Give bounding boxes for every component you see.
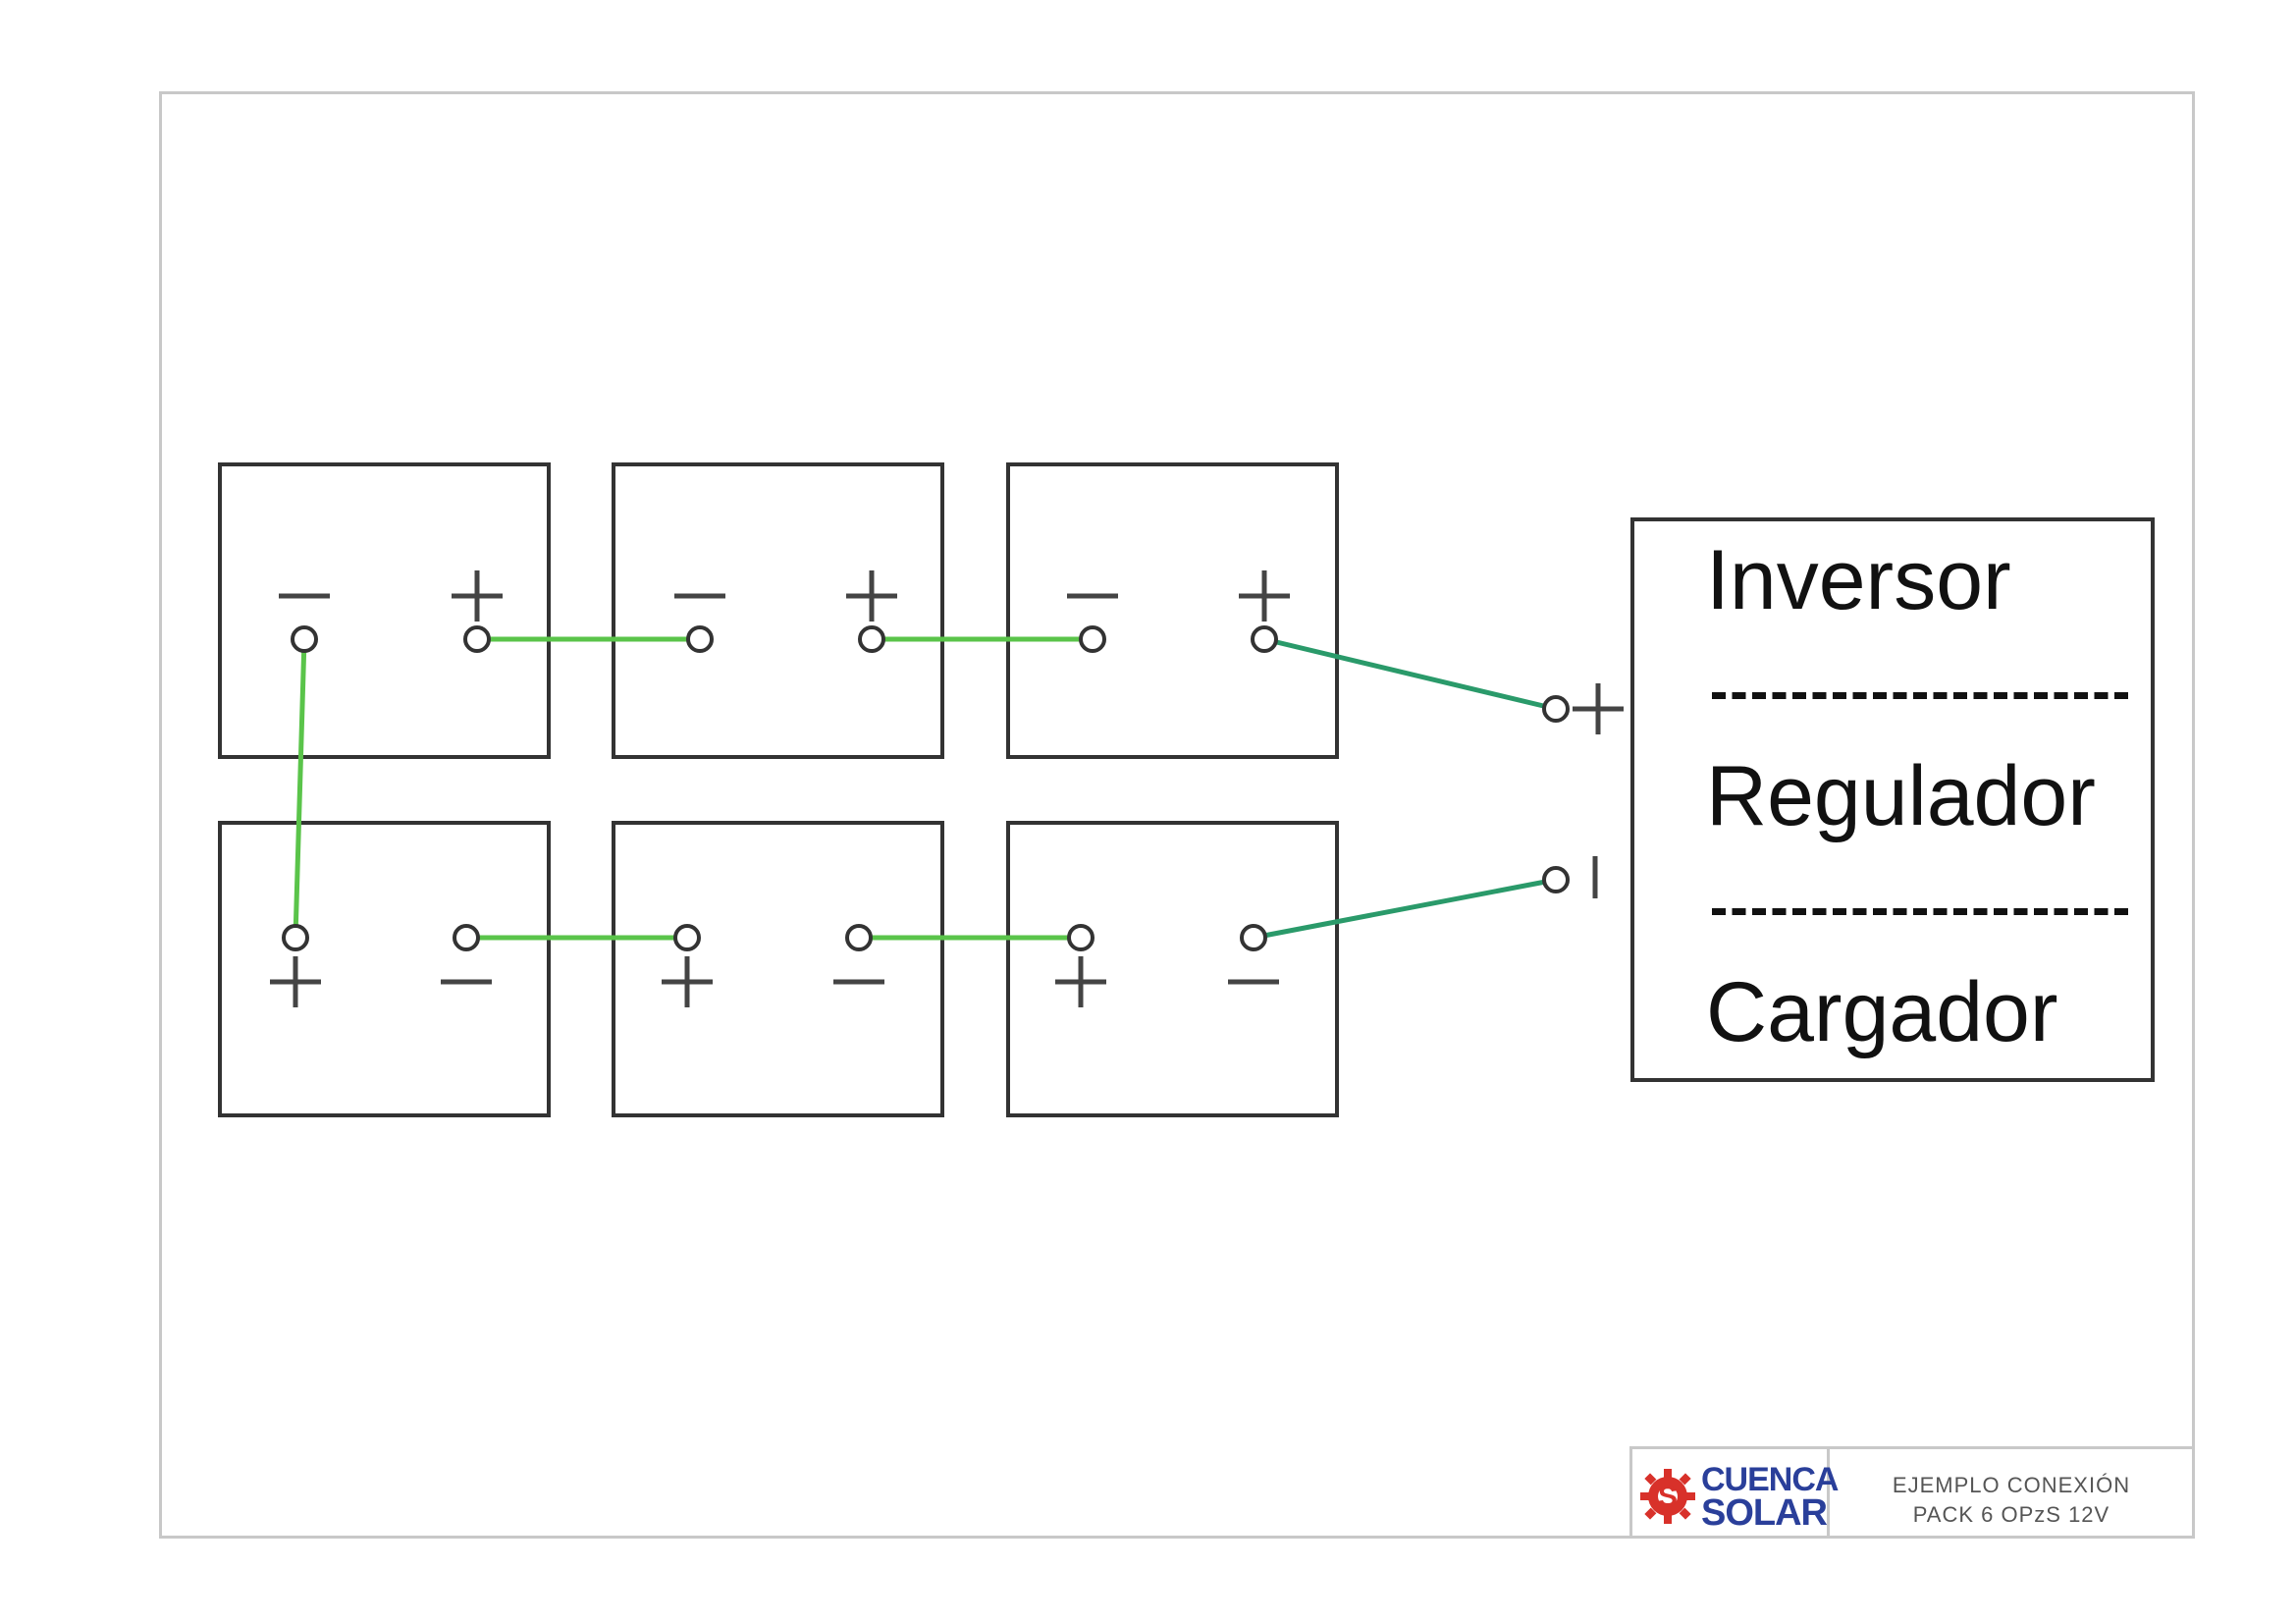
terminal-14 [1542,866,1570,893]
terminal-2 [463,625,491,653]
device-label-regulador: Regulador [1706,749,2096,843]
title-block-caption-line1: EJEMPLO CONEXIÓN [1892,1473,2131,1497]
battery-4 [218,821,551,1117]
battery-3 [1006,462,1339,759]
terminal-1 [291,625,318,653]
terminal-13 [1542,695,1570,723]
logo-text-line2: SOLAR [1701,1492,1828,1534]
series-link-3 [293,636,307,941]
battery-1 [218,462,551,759]
device-label-inversor: Inversor [1706,533,2011,627]
terminal-11 [1067,924,1095,951]
terminal-3 [686,625,714,653]
terminal-7 [282,924,309,951]
battery-5 [612,821,944,1117]
output-lead-negative [1251,877,1559,941]
terminal-4 [858,625,885,653]
logo-text-line1: CUENCA [1701,1461,1839,1498]
gear-sun-icon: S [1640,1469,1695,1524]
battery-6 [1006,821,1339,1117]
title-block: S CUENCA SOLAR EJEMPLO CONEXIÓN PACK 6 O… [1629,1446,2194,1537]
output-lead-positive [1261,636,1559,712]
logo: S CUENCA SOLAR [1632,1449,1839,1537]
svg-text:S: S [1658,1481,1678,1513]
terminal-10 [845,924,873,951]
terminal-6 [1251,625,1278,653]
terminal-12 [1240,924,1267,951]
device-separator-1 [1712,692,2128,699]
title-block-caption-line2: PACK 6 OPzS 12V [1912,1502,2110,1527]
drawing-frame [159,91,2195,1539]
device-separator-2 [1712,908,2128,915]
battery-2 [612,462,944,759]
terminal-8 [453,924,480,951]
device-box [1630,517,2155,1082]
terminal-9 [673,924,701,951]
terminal-5 [1079,625,1106,653]
device-label-cargador: Cargador [1706,965,2058,1059]
